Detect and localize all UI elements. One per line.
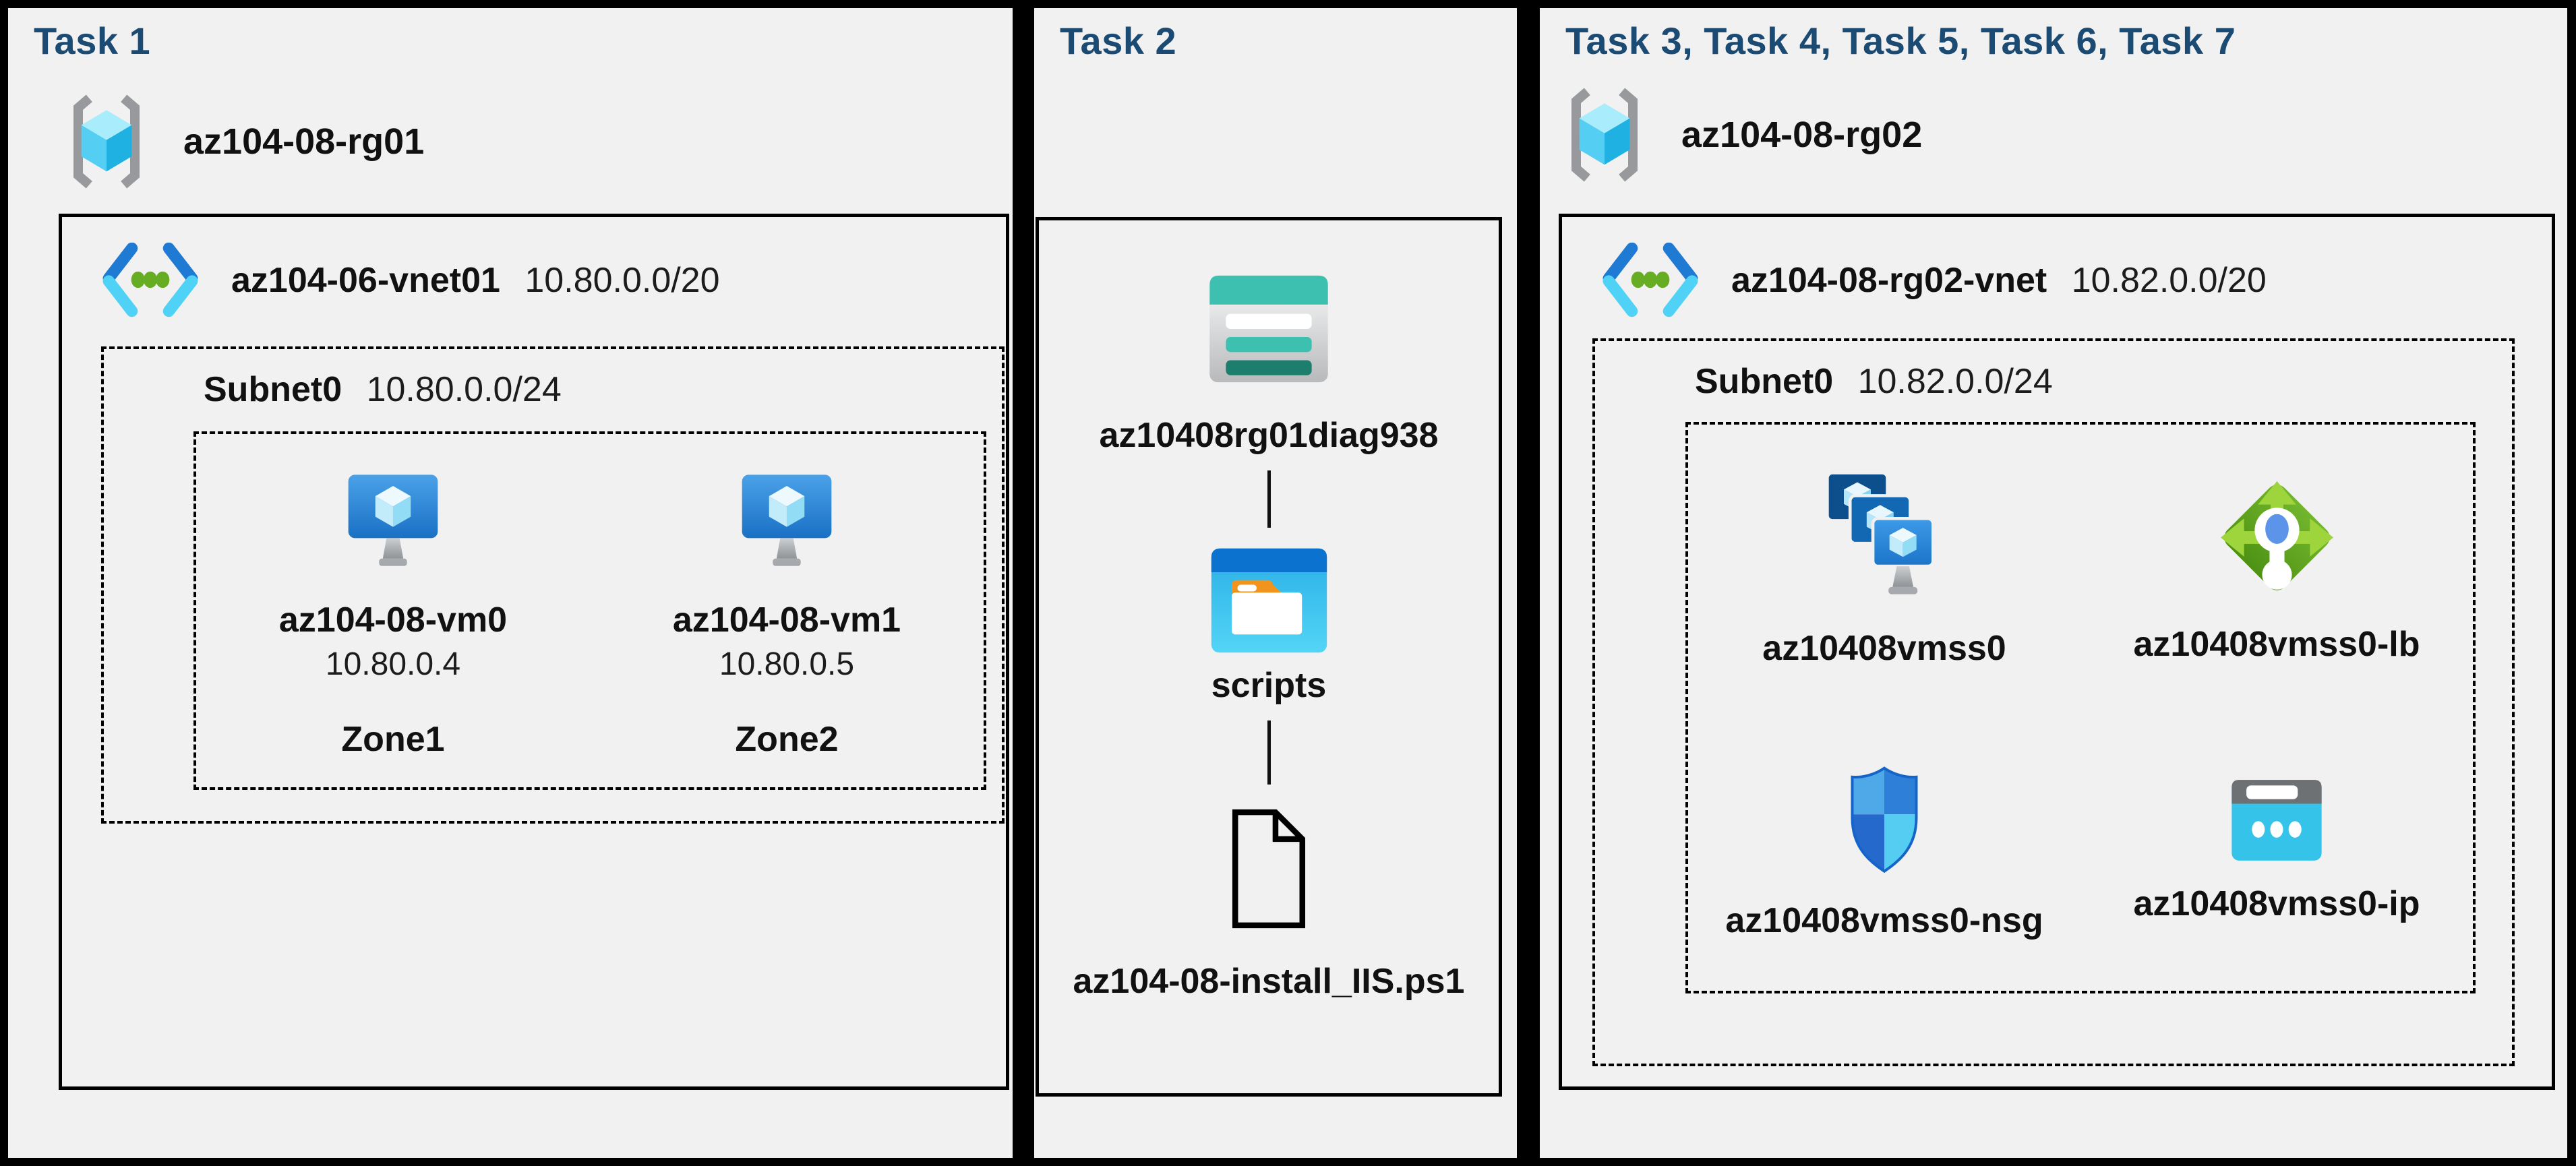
panel-task1: Task 1 az104-08-rg01 (8, 8, 1013, 1158)
connector-line (1267, 720, 1271, 785)
resource-group-name: az104-08-rg02 (1681, 115, 1923, 155)
blob-container-icon (1207, 544, 1331, 657)
task3-7-title: Task 3, Task 4, Task 5, Task 6, Task 7 (1565, 20, 2236, 62)
vm-ip: 10.80.0.4 (325, 646, 461, 682)
subnet-label: Subnet0 10.80.0.0/24 (204, 369, 562, 410)
panel-task2: Task 2 az10408rg01diag938 (1034, 8, 1517, 1158)
resource-entry: az10408vmss0 (1688, 425, 2080, 708)
resource-entry: az10408vmss0-nsg (1688, 708, 2080, 991)
virtual-machine-icon (736, 469, 838, 581)
task2-title: Task 2 (1060, 20, 1177, 62)
resources-box: az10408vmss0 (1685, 422, 2476, 993)
vnet-header: az104-08-rg02-vnet 10.82.0.0/20 (1599, 243, 2267, 318)
script-file-icon (1226, 802, 1312, 935)
resource-entry: az10408vmss0-lb (2080, 425, 2473, 708)
subnet-name: Subnet0 (1695, 362, 1834, 401)
vnet-cidr: 10.82.0.0/20 (2071, 261, 2267, 300)
vnet-name: az104-08-rg02-vnet (1731, 261, 2047, 300)
resource-name: az10408vmss0-nsg (1725, 900, 2043, 940)
file-name: az104-08-install_IIS.ps1 (1073, 962, 1465, 1001)
resource-group-row: az104-08-rg01 (59, 90, 424, 193)
resource-entry: az10408vmss0-ip (2080, 708, 2473, 991)
virtual-network-icon (99, 243, 202, 318)
storage-account-icon (1205, 271, 1333, 387)
resource-name: az10408vmss0 (1762, 629, 2006, 668)
subnet-cidr: 10.80.0.0/24 (366, 370, 562, 409)
vnet-header: az104-06-vnet01 10.80.0.0/20 (99, 243, 720, 318)
resource-name: az10408vmss0-lb (2133, 624, 2420, 664)
vm-scale-set-icon (1817, 464, 1952, 611)
subnet-label: Subnet0 10.82.0.0/24 (1695, 361, 2053, 402)
vnet-box: az104-06-vnet01 10.80.0.0/20 Subnet0 10.… (59, 214, 1009, 1090)
subnet-box: Subnet0 10.80.0.0/24 (101, 346, 1005, 824)
vnet-cidr: 10.80.0.0/20 (525, 261, 720, 300)
task1-title: Task 1 (34, 20, 151, 62)
vm-zone: Zone2 (735, 720, 839, 759)
task2-box: az10408rg01diag938 scripts (1036, 217, 1502, 1097)
resource-group-row: az104-08-rg02 (1557, 84, 1922, 186)
subnet-box: Subnet0 10.82.0.0/24 (1592, 338, 2515, 1066)
vm-entry: az104-08-vm0 10.80.0.4 Zone1 (279, 469, 507, 760)
network-security-group-icon (1840, 758, 1929, 883)
vm-name: az104-08-vm1 (672, 601, 901, 640)
storage-account-name: az10408rg01diag938 (1099, 416, 1439, 455)
vnet-label: az104-06-vnet01 10.80.0.0/20 (231, 260, 720, 301)
connector-line (1267, 470, 1271, 528)
vm-zone-box: az104-08-vm0 10.80.0.4 Zone1 (193, 431, 986, 790)
load-balancer-icon (2208, 468, 2346, 607)
panel-task3-7: Task 3, Task 4, Task 5, Task 6, Task 7 a… (1540, 8, 2567, 1158)
resource-group-icon (1557, 84, 1652, 186)
subnet-name: Subnet0 (204, 370, 342, 409)
vm-name: az104-08-vm0 (278, 601, 508, 640)
resource-group-icon (59, 90, 154, 193)
vnet-label: az104-08-rg02-vnet 10.82.0.0/20 (1731, 260, 2267, 301)
resource-name: az10408vmss0-ip (2133, 884, 2420, 923)
resource-group-name: az104-08-rg01 (183, 121, 425, 162)
virtual-machine-icon (342, 469, 444, 581)
subnet-cidr: 10.82.0.0/24 (1857, 362, 2053, 401)
vm-ip: 10.80.0.5 (719, 646, 855, 682)
vm-entry: az104-08-vm1 10.80.0.5 Zone2 (673, 469, 901, 760)
container-name: scripts (1211, 666, 1327, 705)
virtual-network-icon (1599, 243, 1702, 318)
vnet-box: az104-08-rg02-vnet 10.82.0.0/20 Subnet0 … (1559, 214, 2555, 1090)
vnet-name: az104-06-vnet01 (231, 261, 500, 300)
vm-zone: Zone1 (341, 720, 445, 759)
public-ip-icon (2226, 774, 2327, 866)
